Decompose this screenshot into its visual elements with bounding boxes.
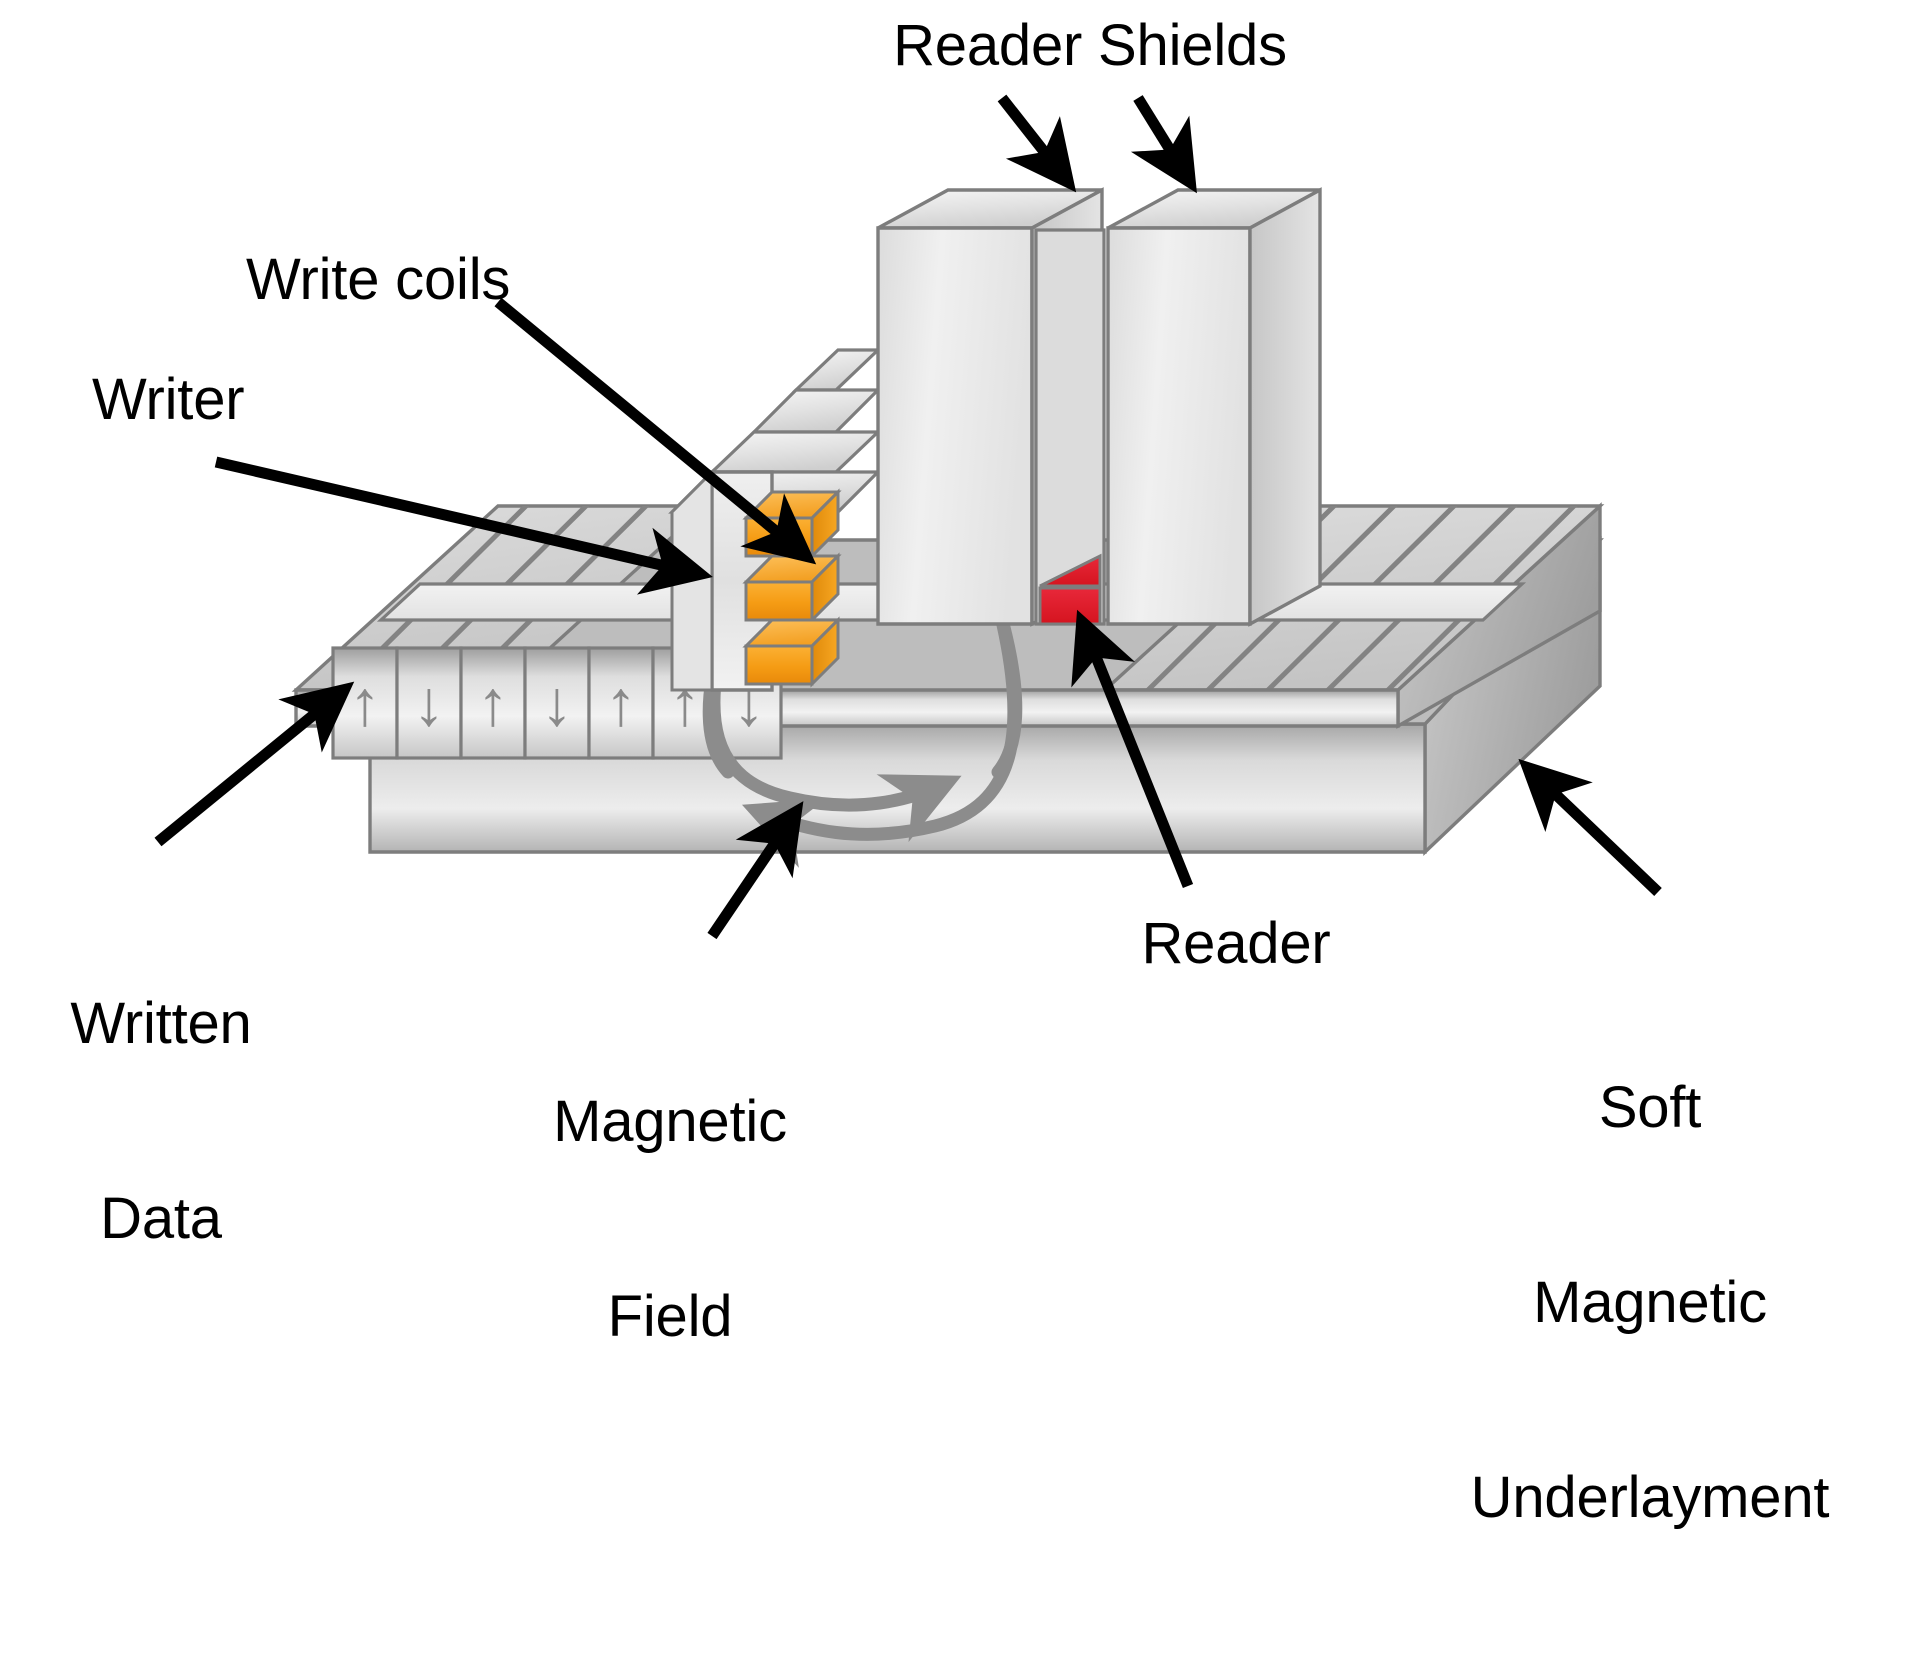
bit-arrow-4: ↑: [605, 667, 637, 739]
reader-shield-right: [1106, 187, 1322, 627]
field-loop-right-stem: [991, 609, 1023, 779]
shield-front-face: [1106, 226, 1252, 626]
write-coil-bar: [742, 616, 842, 688]
bit-arrow-3: ↓: [541, 667, 573, 739]
bit-cell: [459, 646, 527, 760]
leader-writer: [214, 456, 713, 595]
shield-front-face: [876, 226, 1034, 626]
label-sul-line3: Underlayment: [1470, 1464, 1830, 1530]
coil-right-face: [810, 616, 840, 688]
media-stack: ↑ ↓ ↑ ↓ ↑ ↑ ↓: [154, 94, 1662, 940]
bit-cell: [395, 646, 463, 760]
leader-reader-shields-right: [1130, 95, 1197, 194]
label-soft-magnetic-underlayment: Soft Magnetic Underlayment: [1400, 946, 1900, 1660]
label-writer: Writer: [92, 367, 245, 432]
coil-right-face: [810, 552, 840, 624]
writer-pole-left-edge: [670, 468, 714, 692]
leader-sul: [1518, 758, 1662, 896]
label-written-data-line1: Written: [70, 990, 252, 1056]
leader-written-data: [154, 681, 355, 847]
leader-write-coils: [494, 297, 817, 565]
leader-magnetic-field: [707, 801, 804, 940]
writer-yoke-upper-step-top: [792, 348, 882, 392]
reader-sensor: [1034, 228, 1106, 626]
bit-cell: [587, 646, 655, 760]
label-reader-shields: Reader Shields: [893, 13, 1287, 78]
coil-front-face: [744, 644, 814, 686]
label-write-coils: Write coils: [246, 247, 511, 312]
label-written-data: Written Data: [6, 862, 316, 1382]
label-magnetic-field: Magnetic Field: [490, 960, 850, 1480]
reader-red-triangle: [1039, 553, 1102, 588]
shield-right-side-face: [1248, 187, 1322, 627]
writer-yoke-step-top: [750, 388, 882, 434]
writer-yoke-mid-top: [708, 430, 882, 474]
label-magnetic-field-line2: Field: [607, 1283, 733, 1349]
recording-head-media-illustration: ↑ ↓ ↑ ↓ ↑ ↑ ↓: [154, 94, 1662, 940]
label-sul-line2: Magnetic: [1533, 1269, 1767, 1335]
label-reader: Reader: [1141, 911, 1331, 976]
bit-arrow-2: ↑: [477, 667, 509, 739]
reader-red-element: [1038, 586, 1102, 626]
diagram-canvas: ↑ ↓ ↑ ↓ ↑ ↑ ↓: [70, 13, 1830, 1530]
label-sul-line1: Soft: [1598, 1074, 1702, 1140]
leader-reader-shields-left: [997, 94, 1077, 193]
label-magnetic-field-line1: Magnetic: [553, 1088, 787, 1154]
bit-arrow-0: ↑: [349, 667, 381, 739]
label-written-data-line2: Data: [100, 1185, 222, 1251]
leader-reader: [1071, 609, 1194, 889]
coil-front-face: [744, 580, 814, 622]
callout-leaders: [154, 94, 1662, 940]
bit-arrow-1: ↓: [413, 667, 445, 739]
